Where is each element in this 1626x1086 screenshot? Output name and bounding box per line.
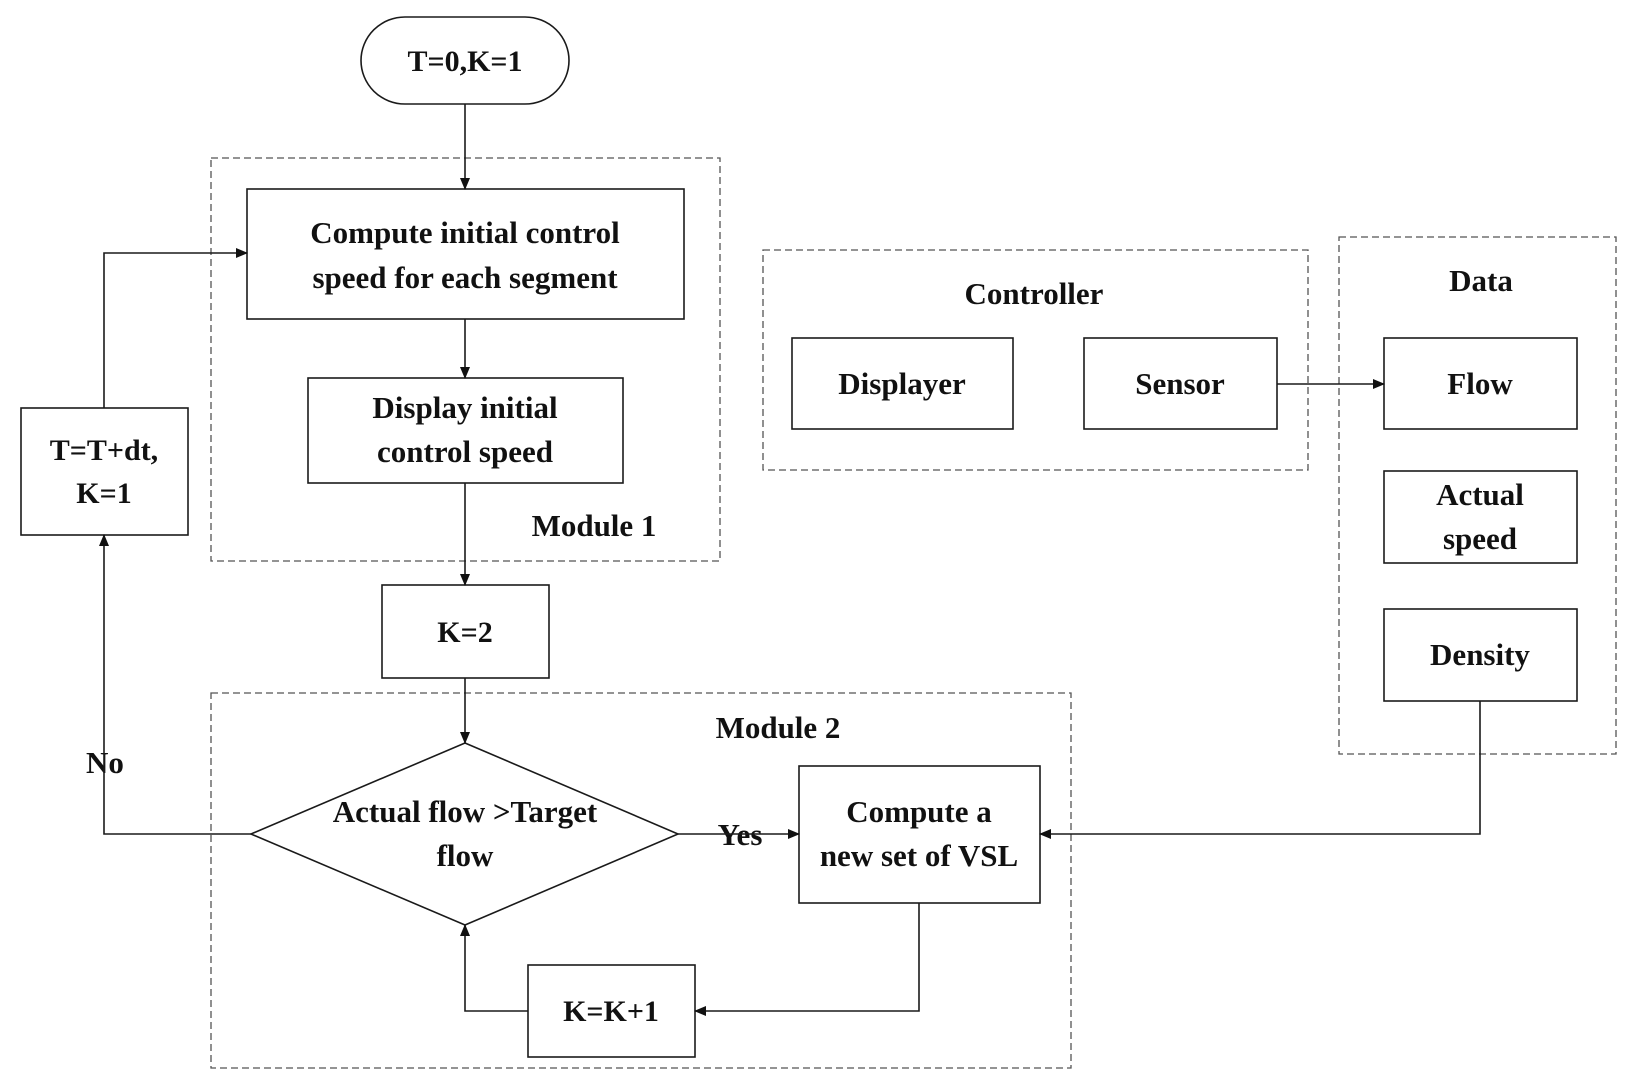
arrow-decision-no-to-time-update bbox=[99, 534, 251, 835]
data-container bbox=[1338, 236, 1617, 755]
compute-initial-label-2: speed for each segment bbox=[312, 260, 618, 295]
time-update-label: T=T+dt, bbox=[50, 434, 158, 467]
compute-vsl-label-2: new set of VSL bbox=[820, 838, 1018, 873]
controller-container bbox=[762, 249, 1309, 471]
no-label: No bbox=[86, 745, 124, 780]
decision-label-2: flow bbox=[437, 838, 494, 873]
display-initial-label-2: control speed bbox=[377, 434, 553, 469]
compute-initial-box bbox=[246, 188, 685, 320]
density-label: Density bbox=[1430, 637, 1530, 672]
flow-data-box bbox=[1383, 337, 1578, 430]
actual-speed-label: Actual bbox=[1436, 477, 1524, 512]
sensor-box bbox=[1083, 337, 1278, 430]
arrow-data-to-vsl bbox=[1039, 701, 1481, 839]
arrow-time-update-to-compute bbox=[103, 248, 248, 408]
actual-speed-label-2: speed bbox=[1443, 521, 1517, 556]
decision-diamond bbox=[248, 742, 681, 926]
controller-title: Controller bbox=[965, 276, 1104, 311]
compute-vsl-box bbox=[798, 765, 1041, 904]
sensor-label: Sensor bbox=[1135, 366, 1225, 401]
compute-vsl-label: Compute a bbox=[846, 794, 992, 829]
module-2-container bbox=[210, 692, 1072, 1069]
displayer-box bbox=[791, 337, 1014, 430]
arrow-vsl-to-k-increment bbox=[694, 903, 920, 1016]
module-1-label: Module 1 bbox=[532, 508, 657, 543]
k2-box bbox=[381, 584, 550, 679]
compute-initial-label: Compute initial control bbox=[310, 215, 620, 250]
module-2-label: Module 2 bbox=[716, 710, 841, 745]
actual-speed-box bbox=[1383, 470, 1578, 564]
decision-label: Actual flow >Target bbox=[333, 794, 598, 829]
time-update-label-2: K=1 bbox=[76, 477, 131, 510]
k-increment-label: K=K+1 bbox=[563, 995, 659, 1028]
arrow-k-increment-to-decision bbox=[460, 924, 528, 1012]
k2-label: K=2 bbox=[437, 616, 492, 649]
data-title: Data bbox=[1449, 263, 1513, 298]
density-box bbox=[1383, 608, 1578, 702]
time-update-box bbox=[20, 407, 189, 536]
displayer-label: Displayer bbox=[838, 366, 966, 401]
display-initial-label: Display initial bbox=[372, 390, 558, 425]
start-label: T=0,K=1 bbox=[407, 45, 522, 78]
k-increment-box bbox=[527, 964, 696, 1058]
flow-data-label: Flow bbox=[1447, 366, 1513, 401]
